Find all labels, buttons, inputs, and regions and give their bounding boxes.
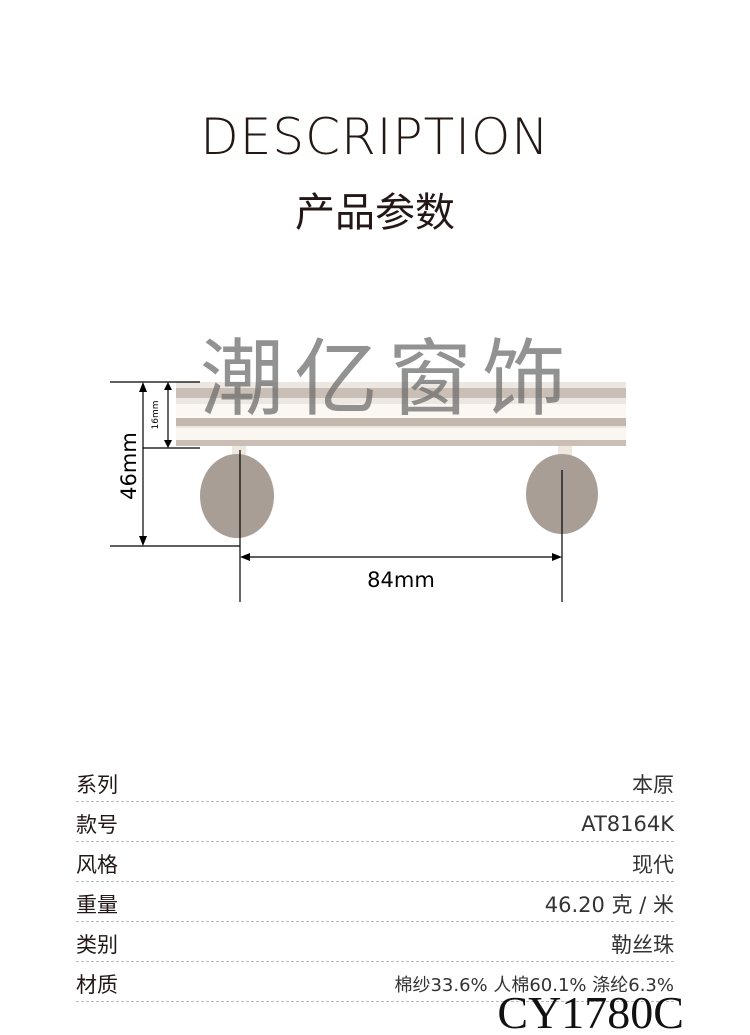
- spec-row-weight: 重量 46.20 克 / 米: [76, 882, 674, 922]
- spec-value: 现代: [632, 852, 674, 877]
- spec-row-style: 风格 现代: [76, 842, 674, 882]
- spec-label: 材质: [76, 972, 118, 997]
- spec-label: 类别: [76, 932, 118, 957]
- spec-row-category: 类别 勒丝珠: [76, 922, 674, 962]
- spec-row-material: 材质 棉纱33.6% 人棉60.1% 涤纶6.3%: [76, 962, 674, 1002]
- spec-label: 系列: [76, 772, 118, 797]
- spec-value: 本原: [632, 772, 674, 797]
- spec-label: 风格: [76, 852, 118, 877]
- spec-label: 款号: [76, 812, 118, 837]
- trim-band: [176, 382, 626, 446]
- watermark: 潮亿窗饰: [200, 330, 577, 428]
- spec-value: 46.20 克 / 米: [544, 892, 674, 917]
- product-dimension-diagram: 46mm 16mm 84mm: [110, 381, 626, 602]
- product-code: CY1780C: [497, 987, 684, 1035]
- spec-row-model: 款号 AT8164K: [76, 802, 674, 842]
- spec-row-series: 系列 本原: [76, 762, 674, 802]
- spacing-label: 84mm: [367, 568, 435, 592]
- spec-value: AT8164K: [581, 811, 674, 836]
- height-total-label: 46mm: [117, 432, 141, 500]
- spec-value: 棉纱33.6% 人棉60.1% 涤纶6.3%: [394, 974, 674, 996]
- height-band-label: 16mm: [151, 401, 161, 430]
- bead-left: [200, 454, 274, 538]
- spec-label: 重量: [76, 892, 118, 917]
- title-chinese: 产品参数: [295, 190, 455, 236]
- spec-value: 勒丝珠: [611, 932, 674, 957]
- title-english: DESCRIPTION: [200, 108, 550, 166]
